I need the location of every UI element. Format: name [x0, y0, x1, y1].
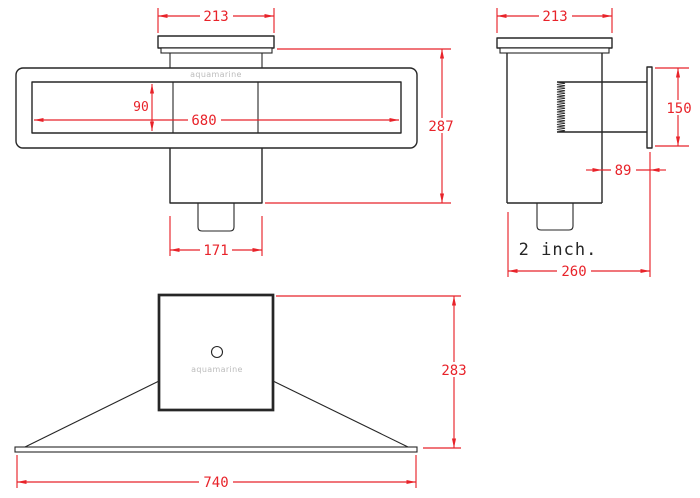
dim-front-overall-height: 287	[265, 48, 458, 204]
bottom-skirt	[14, 380, 418, 453]
skirt-edge	[24, 380, 160, 448]
bottom-box: aquamarine	[157, 293, 275, 412]
base-plate-outline	[14, 446, 418, 453]
outlet-neck-outline	[169, 148, 263, 204]
front-outlet	[169, 148, 263, 232]
dim-side-depth: 260	[507, 212, 650, 280]
wall-flange-outline	[646, 66, 653, 149]
dim-text: 260	[561, 264, 586, 280]
dim-front-slot-height: 90	[133, 84, 155, 131]
lid-flange-outline	[157, 35, 275, 49]
dim-text: 283	[441, 363, 466, 379]
dim-front-top-width: 213	[157, 8, 275, 33]
center-hole	[210, 345, 224, 359]
side-nozzle-outline	[536, 203, 574, 231]
front-view: 213 aquamarine 90	[15, 8, 458, 259]
side-lid	[496, 37, 613, 54]
dim-text: 150	[666, 101, 691, 117]
brand-logo: aquamarine	[191, 365, 243, 374]
dim-text: 287	[428, 119, 453, 135]
dim-side-wall-offset: 89	[586, 152, 666, 277]
side-body	[506, 53, 603, 204]
dim-side-flange-height: 150	[655, 67, 696, 147]
dim-bottom-base-width: 740	[16, 455, 417, 491]
dim-side-top-width: 213	[496, 8, 613, 33]
dim-text: 213	[542, 9, 567, 25]
side-pipe	[556, 66, 653, 149]
bottom-view: aquamarine 283 740	[14, 293, 471, 491]
pipe-size-label: 2 inch.	[519, 240, 598, 260]
outlet-nozzle-outline	[197, 203, 235, 232]
brand-logo: aquamarine	[190, 70, 242, 79]
lid-lip-outline	[160, 47, 273, 54]
side-view: 213 150	[496, 8, 696, 280]
dim-front-outlet-width: 171	[169, 216, 263, 259]
dim-text: 213	[203, 9, 228, 25]
front-body: aquamarine	[15, 67, 418, 149]
lid-lip-outline	[499, 47, 610, 54]
front-lid	[157, 35, 275, 68]
dim-bottom-height: 283	[276, 295, 471, 449]
dim-text: 171	[203, 243, 228, 259]
pipe-thread-hatch	[556, 81, 566, 133]
dim-front-slot-width: 680	[34, 113, 399, 129]
dim-text: 90	[133, 100, 149, 115]
dim-text: 680	[191, 113, 216, 129]
dim-text: 740	[203, 475, 228, 491]
skirt-edge	[272, 380, 409, 448]
lid-flange-outline	[496, 37, 613, 49]
dim-text: 89	[615, 163, 632, 179]
